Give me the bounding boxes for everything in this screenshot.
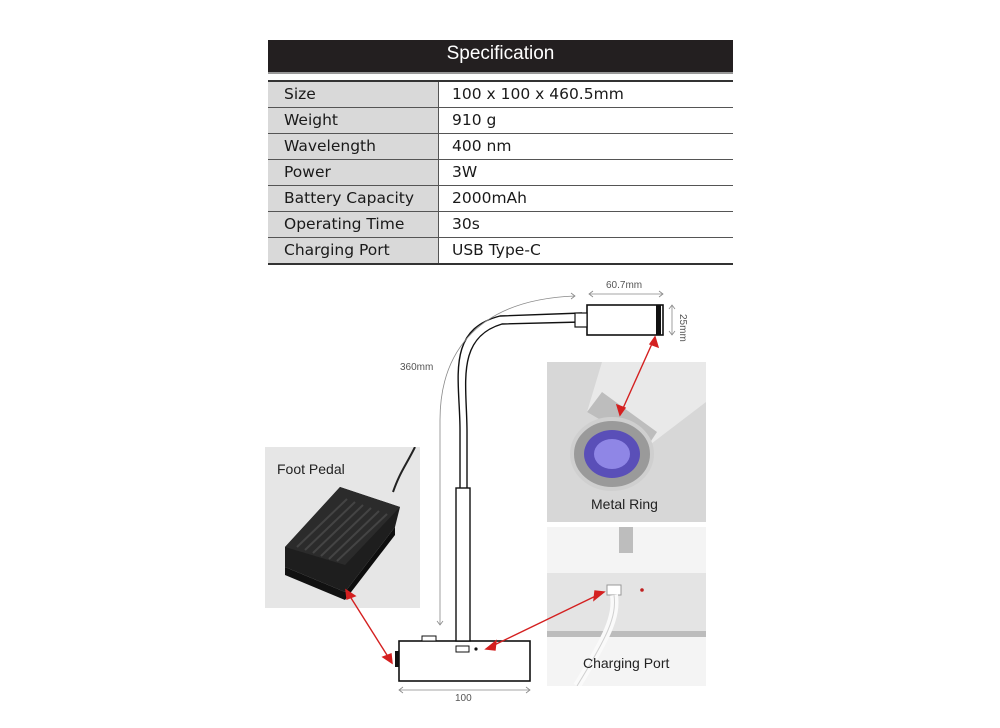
spec-key: Size — [268, 82, 439, 107]
spec-key: Charging Port — [268, 238, 439, 263]
lamp-head — [586, 304, 664, 336]
spec-value: 910 g — [452, 111, 497, 129]
spec-value: 30s — [452, 215, 480, 233]
spec-row-charging-port: Charging Port USB Type-C — [268, 238, 733, 265]
usb-port-icon — [455, 645, 470, 653]
spec-value: 3W — [452, 163, 478, 181]
spec-row-size: Size 100 x 100 x 460.5mm — [268, 82, 733, 108]
spec-value: 100 x 100 x 460.5mm — [452, 85, 624, 103]
charging-port-photo: Charging Port — [547, 527, 706, 686]
metal-ring-photo: Metal Ring — [547, 362, 706, 522]
spec-key: Weight — [268, 108, 439, 133]
spec-row-wavelength: Wavelength 400 nm — [268, 134, 733, 160]
lamp-base — [398, 640, 531, 682]
spec-title: Specification — [268, 40, 733, 74]
dim-head-height: 25mm — [677, 314, 688, 342]
dim-base-width: 100 — [455, 693, 472, 704]
specification-table: Specification Size 100 x 100 x 460.5mm W… — [268, 40, 733, 265]
dim-head-width: 60.7mm — [606, 280, 643, 291]
spec-key: Power — [268, 160, 439, 185]
spec-key: Wavelength — [268, 134, 439, 159]
spec-row-operating-time: Operating Time 30s — [268, 212, 733, 238]
spec-value: USB Type-C — [452, 241, 541, 259]
spec-value: 2000mAh — [452, 189, 527, 207]
spec-row-power: Power 3W — [268, 160, 733, 186]
spec-divider — [268, 74, 733, 82]
foot-pedal-illustration — [285, 447, 416, 600]
spec-value: 400 nm — [452, 137, 512, 155]
spec-key: Operating Time — [268, 212, 439, 237]
spec-key: Battery Capacity — [268, 186, 439, 211]
metal-ring-caption: Metal Ring — [591, 496, 658, 512]
lamp-pole — [455, 487, 471, 642]
charging-port-caption: Charging Port — [583, 655, 670, 671]
spec-row-weight: Weight 910 g — [268, 108, 733, 134]
foot-pedal-photo: Foot Pedal — [265, 447, 420, 608]
foot-pedal-caption: Foot Pedal — [277, 461, 345, 477]
dim-neck-length: 360mm — [400, 362, 434, 373]
spec-row-battery: Battery Capacity 2000mAh — [268, 186, 733, 212]
